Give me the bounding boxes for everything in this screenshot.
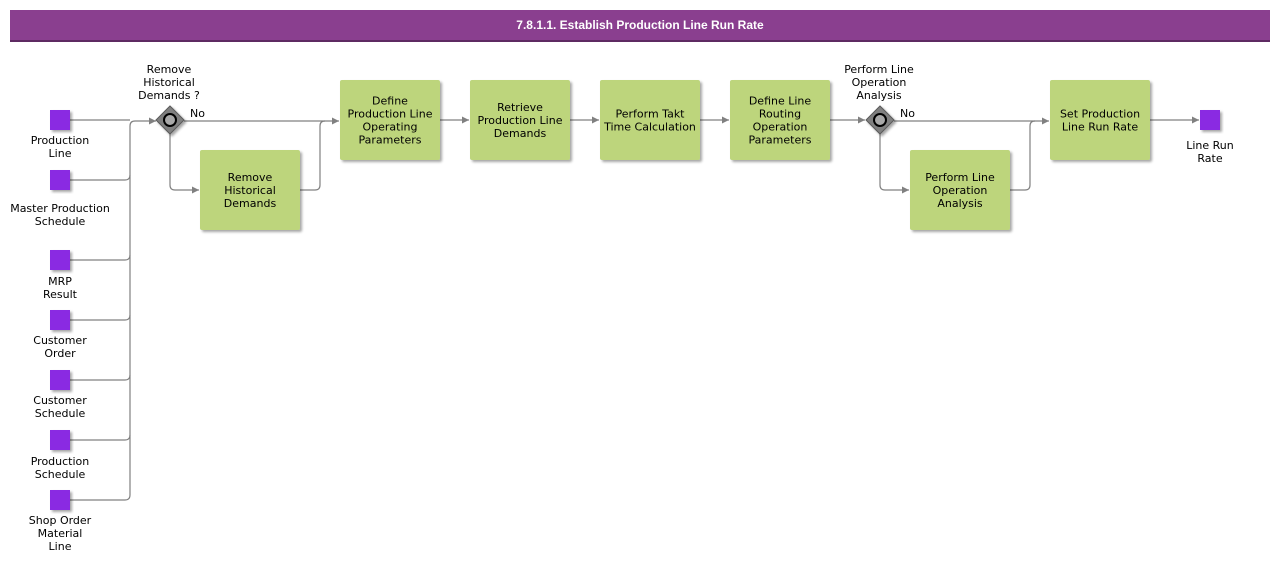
connectors [70,116,1199,501]
task-define-production-line-operating-parameters-label-line: Parameters [359,134,422,147]
task-perform-line-operation-analysis-label-line: Perform Line [925,171,995,184]
task-perform-takt-time-calculation-label-line: Perform Takt [616,108,686,121]
data-object-icon[interactable] [50,310,70,330]
task-remove-historical-demands[interactable] [200,150,300,230]
task-set-production-line-run-rate[interactable] [1050,80,1150,160]
task-define-production-line-operating-parameters-label-line: Define [372,95,408,108]
input-master-production-schedule-label-line: Master Production [10,202,110,215]
input-mrp-result-label-line: MRP [48,275,72,288]
input-production-line-label-line: Production [31,134,90,147]
input-customer-schedule-label-line: Schedule [35,407,86,420]
task-retrieve-production-line-demands-label-line: Production Line [478,114,563,127]
remove-historical-demands-gateway-label-line: Demands ? [138,89,200,102]
input-customer-order-label-line: Customer [33,334,87,347]
task-retrieve-production-line-demands-label-line: Retrieve [497,101,543,114]
task-remove-historical-demands-label-line: Remove [228,171,273,184]
task-define-production-line-operating-parameters[interactable] [340,80,440,160]
input-shop-order-material-line-label-line: Line [49,540,72,553]
task-perform-line-operation-analysis-label-line: Operation [933,184,988,197]
remove-historical-demands-gateway-label-line: Historical [143,76,195,89]
flow-merge-2 [1010,120,1036,191]
task-retrieve-production-line-demands[interactable] [470,80,570,160]
input-connector [70,434,131,441]
branch-no-label: No [190,107,205,120]
task-perform-takt-time-calculation[interactable] [600,80,700,160]
task-define-production-line-operating-parameters-label-line: Production Line [348,108,433,121]
input-production-schedule-label-line: Schedule [35,468,86,481]
flow-merge-1 [300,120,326,191]
task-remove-historical-demands-label-line: Historical [224,184,276,197]
task-perform-line-operation-analysis-label-line: Analysis [937,197,983,210]
output-line-run-rate-label-line: Line Run [1186,139,1234,152]
output-data-object-icon[interactable] [1200,110,1220,130]
task-define-line-routing-operation-parameters-label-line: Routing [759,108,801,121]
task-define-production-line-operating-parameters-label-line: Operating [363,121,418,134]
merge-bus [129,120,136,495]
data-object-icon[interactable] [50,170,70,190]
input-customer-order-label-line: Order [44,347,76,360]
task-perform-line-operation-analysis[interactable] [910,150,1010,230]
data-object-icon[interactable] [50,110,70,130]
task-set-production-line-run-rate-label-line: Set Production [1060,108,1140,121]
input-production-schedule-label-line: Production [31,455,90,468]
data-object-icon[interactable] [50,250,70,270]
input-customer-schedule-label-line: Customer [33,394,87,407]
input-shop-order-material-line-label-line: Shop Order [29,514,92,527]
input-connector [70,374,131,381]
input-connector [70,494,131,501]
branch-no-label: No [900,107,915,120]
input-connector [70,174,131,181]
input-shop-order-material-line-label-line: Material [38,527,83,540]
task-define-line-routing-operation-parameters-label-line: Parameters [749,134,812,147]
task-perform-takt-time-calculation-label-line: Time Calculation [603,121,696,134]
nodes [50,80,1220,510]
diagram-title: 7.8.1.1. Establish Production Line Run R… [10,10,1270,42]
task-remove-historical-demands-label-line: Demands [224,197,277,210]
input-mrp-result-label-line: Result [43,288,78,301]
perform-line-operation-analysis-gateway-label-line: Analysis [856,89,902,102]
remove-historical-demands-gateway-label-line: Remove [147,63,192,76]
input-production-line-label-line: Line [49,147,72,160]
gateway-marker-icon [163,113,177,127]
output-line-run-rate-label-line: Rate [1197,152,1222,165]
task-define-line-routing-operation-parameters-label-line: Define Line [749,95,812,108]
input-connector [70,254,131,261]
flow-yes-branch-2 [879,134,909,194]
data-object-icon[interactable] [50,490,70,510]
task-retrieve-production-line-demands-label-line: Demands [494,127,547,140]
data-object-icon[interactable] [50,370,70,390]
gateway-marker-icon [873,113,887,127]
perform-line-operation-analysis-gateway-label-line: Operation [852,76,907,89]
flow-yes-branch-1 [169,134,199,194]
task-define-line-routing-operation-parameters-label-line: Operation [753,121,808,134]
perform-line-operation-analysis-gateway[interactable] [865,105,895,135]
input-master-production-schedule-label-line: Schedule [35,215,86,228]
data-object-icon[interactable] [50,430,70,450]
task-define-line-routing-operation-parameters[interactable] [730,80,830,160]
remove-historical-demands-gateway[interactable] [155,105,185,135]
task-set-production-line-run-rate-label-line: Line Run Rate [1062,121,1138,134]
perform-line-operation-analysis-gateway-label-line: Perform Line [844,63,914,76]
input-connector [70,314,131,321]
